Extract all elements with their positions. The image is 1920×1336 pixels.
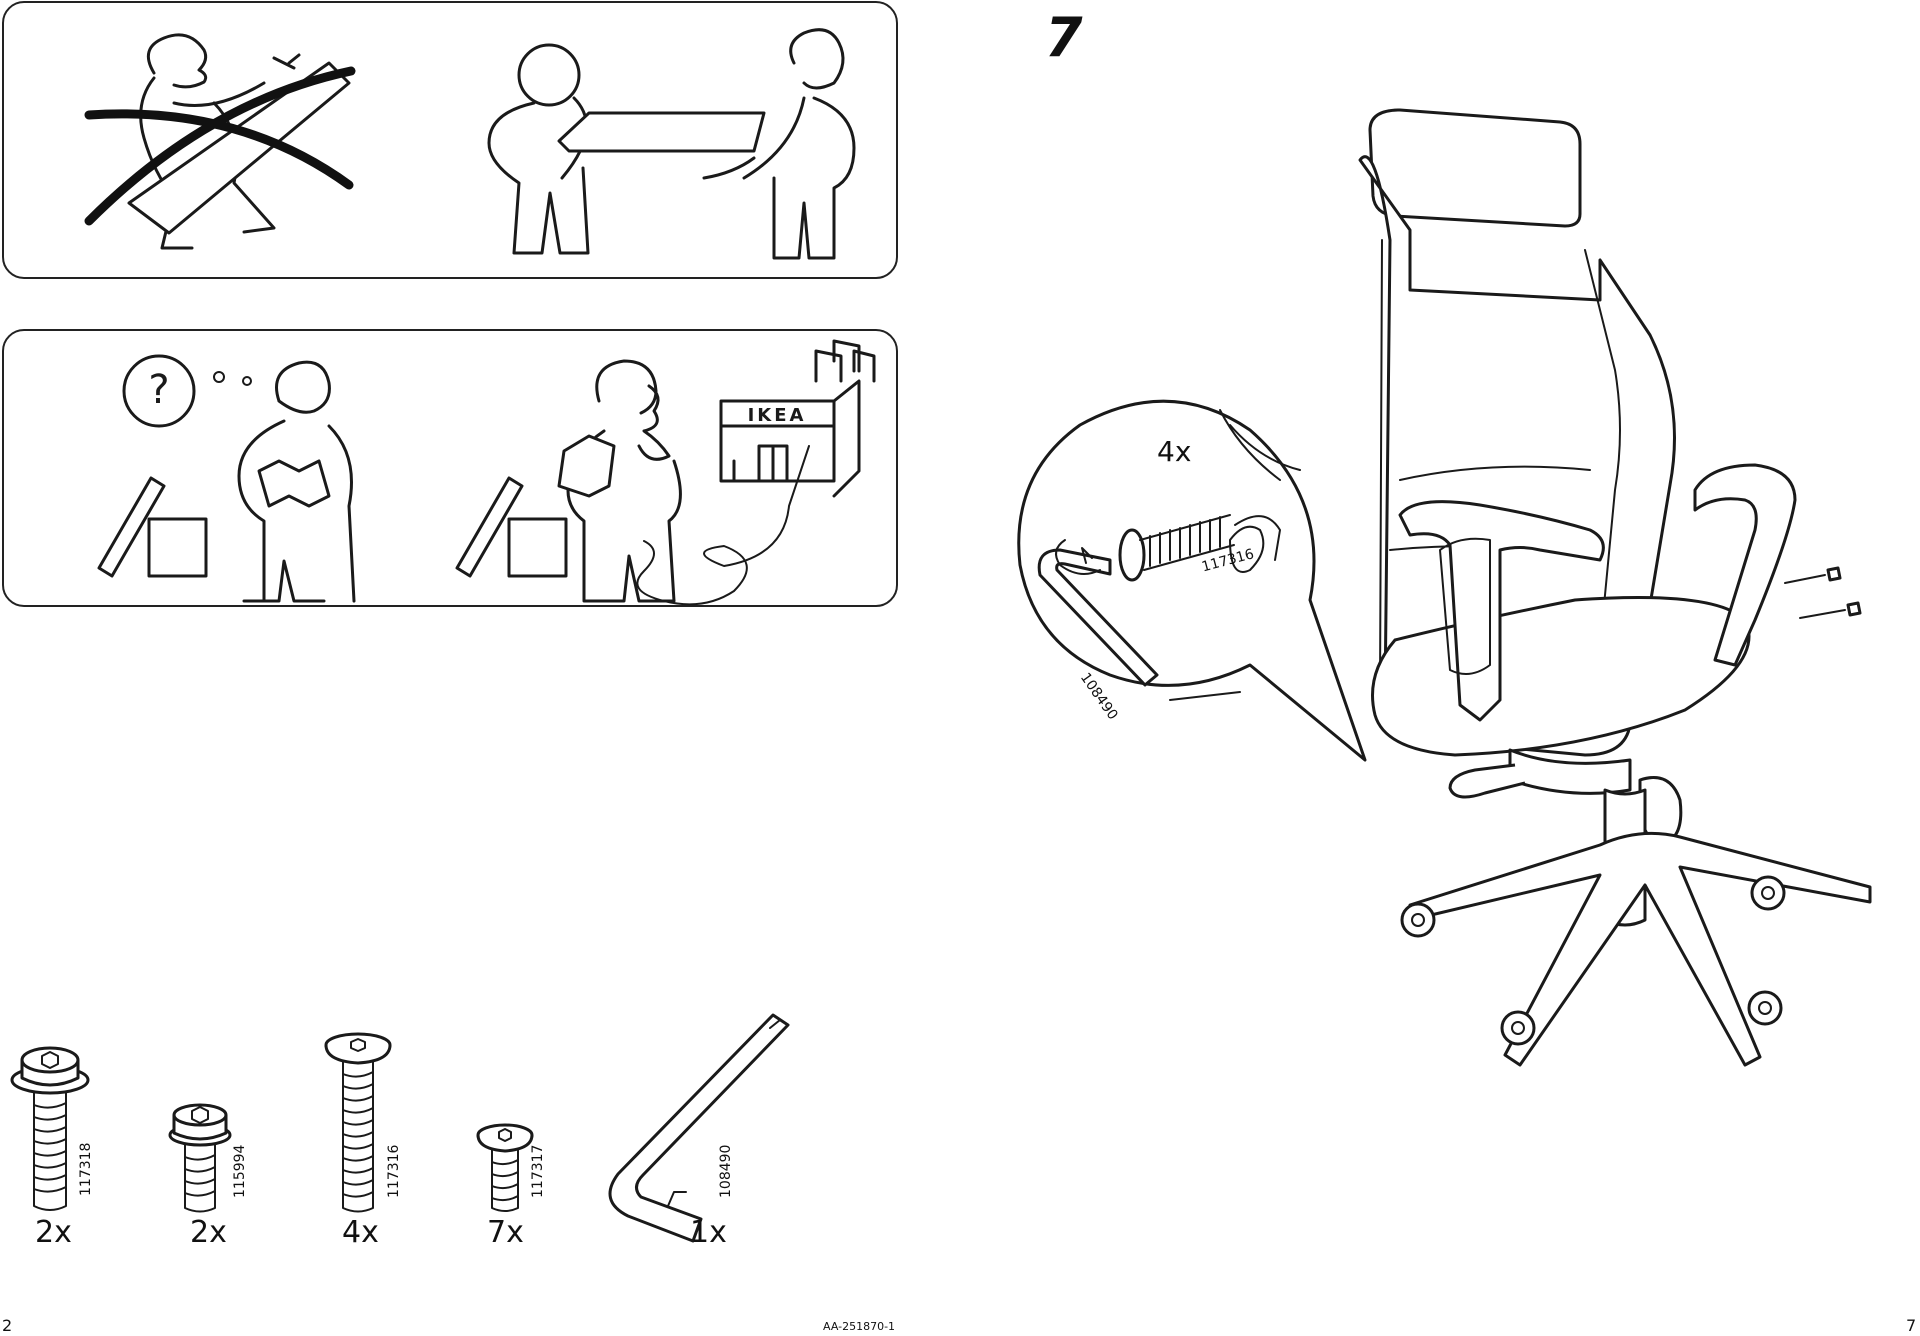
question-thought-bubble: ? [122, 354, 252, 428]
hardware-code-4: 117317 [530, 1144, 546, 1198]
two-person-figures [487, 28, 856, 260]
two-person-lift-illustration [84, 28, 856, 260]
hardware-code-2: 115994 [232, 1144, 248, 1198]
help-panel: ? IKEA [2, 329, 898, 607]
ikea-logo-text: IKEA [748, 405, 807, 426]
confused-person [237, 360, 356, 603]
single-person-figure [127, 33, 351, 250]
svg-text:?: ? [148, 367, 169, 413]
help-illustration: ? IKEA [97, 339, 876, 606]
ikea-store: IKEA [719, 339, 876, 498]
adjust-lever [1448, 763, 1526, 799]
hardware-code-1: 117318 [78, 1142, 94, 1196]
callout-allen-key-icon [1037, 539, 1159, 687]
callout-bolt-icon [1118, 514, 1235, 582]
bolt-117317-icon [476, 1123, 534, 1212]
bolt-115994-icon [168, 1103, 232, 1213]
hardware-qty-4: 7x [487, 1215, 524, 1250]
page-number-left: 2 [2, 1316, 13, 1335]
document-id: AA-251870-1 [823, 1320, 896, 1333]
two-person-lift-panel [2, 1, 898, 279]
hardware-qty-5: 1x [690, 1215, 727, 1250]
headrest [1368, 108, 1582, 228]
hardware-qty-2: 2x [190, 1215, 227, 1250]
open-box-2 [455, 476, 568, 578]
casters [1400, 875, 1786, 1046]
hardware-qty-1: 2x [35, 1215, 72, 1250]
armrest-right [1693, 463, 1797, 667]
hardware-list: 2x 2x 4x 7x 1x 117318 115994 117316 1173… [0, 1010, 900, 1280]
step-number: 7 [1045, 6, 1083, 69]
hardware-qty-3: 4x [342, 1215, 379, 1250]
hardware-code-3: 117316 [386, 1144, 402, 1198]
person-on-phone [557, 359, 810, 606]
arm-screws [1129, 566, 1862, 701]
allen-key-108490-icon [608, 1013, 790, 1243]
office-chair [1129, 100, 1872, 1067]
page-number-right: 7 [1906, 1316, 1917, 1335]
callout-quantity: 4x [1157, 435, 1192, 468]
open-box [97, 476, 208, 578]
hardware-illustrations [10, 1013, 790, 1243]
office-chair-illustration [1129, 108, 1872, 1067]
prohibition-cross [84, 66, 356, 226]
bolt-callout-illustration [1017, 399, 1367, 762]
bolt-117318-icon [10, 1046, 90, 1211]
hardware-code-5: 108490 [718, 1144, 734, 1198]
star-base [1408, 831, 1872, 1067]
bolt-117316-icon [324, 1032, 392, 1213]
callout-bubble [1017, 399, 1367, 762]
bolt-callout: 4x 117316 108490 [1017, 399, 1460, 762]
